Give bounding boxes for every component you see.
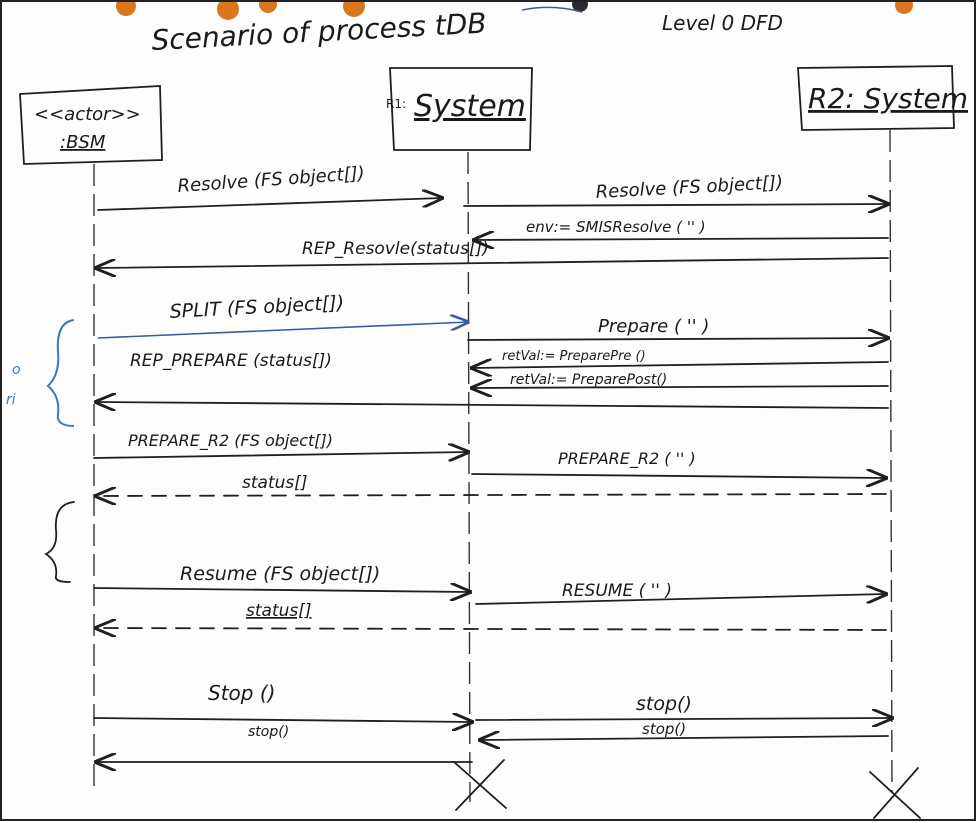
blue-margin-mark-2: o	[12, 362, 21, 378]
msg-stop-small-label: stop()	[248, 724, 289, 740]
lifeline-r2	[889, 129, 893, 793]
actor-r1-box: R1: System	[386, 67, 533, 151]
msg-prepare-pre-arrow	[472, 362, 889, 368]
msg-prepare-r2-call-label: PREPARE_R2 (FS object[])	[128, 431, 333, 451]
actor-bsm-name: :BSM	[60, 132, 106, 153]
msg-rep-resolve-label: REP_Resovle(status[])	[302, 239, 489, 259]
msg-status-1-arrow	[96, 494, 887, 496]
msg-resume-label: Resume (FS object[])	[180, 563, 380, 585]
msg-prepare-pre-label: retVal:= PreparePre ()	[502, 349, 646, 364]
msg-stop-return-label: stop()	[642, 720, 686, 738]
actor-bsm-box: <<actor>> :BSM	[19, 85, 163, 165]
msg-prepare-r2-arrow	[467, 338, 888, 340]
msg-stop-return-arrow	[480, 736, 889, 740]
lifeline-r1	[467, 151, 471, 803]
msg-prepare-r2-label: Prepare ( '' )	[598, 316, 709, 337]
msg-resolve-r2-label: Resolve (FS object[])	[595, 172, 783, 203]
diagram-title: Scenario of process tDB	[151, 6, 488, 57]
black-brace	[44, 501, 75, 583]
actor-r2-name: R2: System	[808, 82, 968, 115]
corner-note: Level 0 DFD	[662, 11, 783, 35]
msg-stop-forward-arrow	[475, 718, 892, 720]
msg-status-2-label: status[]	[246, 601, 312, 621]
msg-prepare-post-arrow	[472, 386, 889, 388]
magnet-decorations	[116, 2, 913, 20]
msg-prepare-r2-call-arrow	[93, 452, 468, 458]
msg-rep-prepare-arrow	[96, 402, 889, 408]
msg-split-arrow	[97, 322, 468, 339]
msg-rep-prepare-label: REP_PREPARE (status[])	[130, 351, 332, 371]
actor-r1-prefix: R1:	[386, 97, 406, 111]
destroy-mark-r2	[869, 767, 921, 819]
msg-env-resolve-arrow	[474, 238, 889, 240]
msg-prepare-post-label: retVal:= PreparePost()	[510, 372, 667, 388]
msg-prepare-r2-forward-label: PREPARE_R2 ( '' )	[558, 449, 696, 469]
destroy-mark-r1	[453, 759, 507, 811]
msg-resolve-r2-arrow	[463, 204, 888, 206]
msg-stop-label: Stop ()	[208, 681, 275, 705]
blue-brace	[46, 319, 75, 427]
msg-resolve-arrow	[97, 198, 442, 211]
msg-split-label: SPLIT (FS object[])	[169, 292, 345, 323]
msg-status-1-label: status[]	[242, 473, 308, 493]
msg-stop-forward-label: stop()	[636, 693, 692, 715]
actor-r1-name: System	[414, 89, 526, 124]
msg-stop-arrow	[93, 718, 472, 722]
blue-margin-mark: ri	[6, 392, 16, 408]
msg-resolve-label: Resolve (FS object[])	[177, 163, 365, 197]
actor-r2-box: R2: System	[797, 65, 968, 131]
msg-resume-arrow	[93, 588, 470, 592]
msg-rep-resolve-arrow	[96, 257, 889, 268]
msg-prepare-r2-forward-arrow	[471, 474, 886, 478]
msg-resume-forward-arrow	[475, 594, 886, 605]
msg-resume-forward-label: RESUME ( '' )	[562, 581, 672, 601]
msg-env-resolve-label: env:= SMISResolve ( '' )	[526, 218, 706, 236]
actor-bsm-stereotype: <<actor>>	[34, 104, 141, 125]
msg-status-2-arrow	[96, 628, 887, 630]
